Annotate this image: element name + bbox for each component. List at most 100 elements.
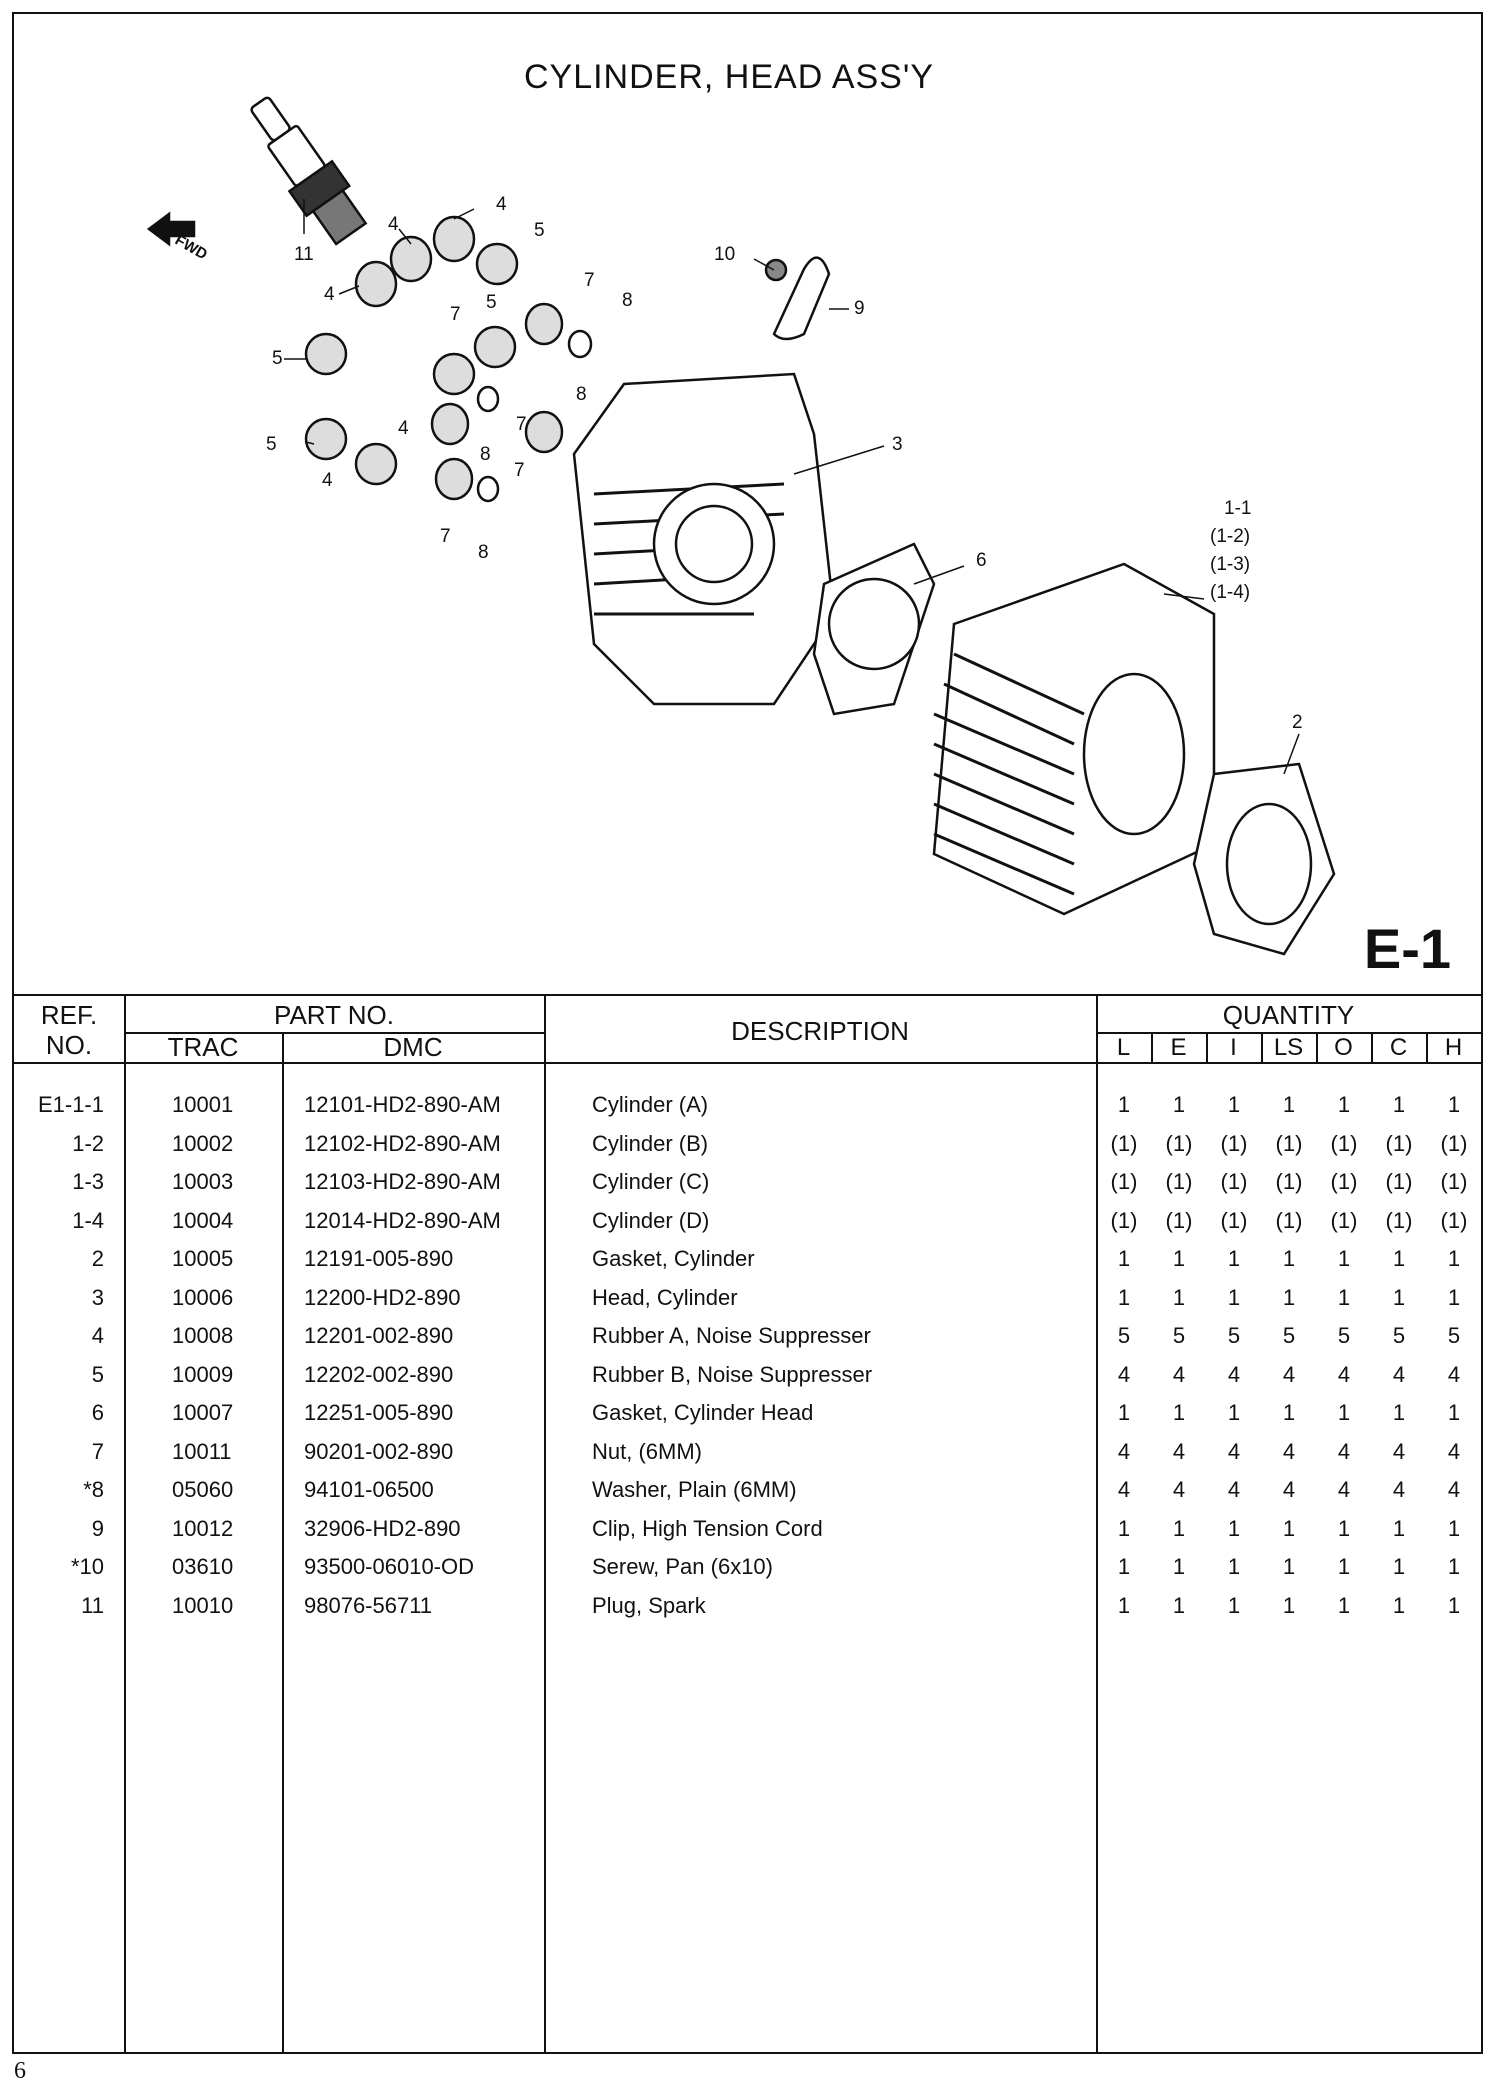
qty-cell: (1) [1385,1207,1413,1233]
callout-1-1: 1-1 [1224,498,1252,519]
ref-header: NO. [45,1030,93,1060]
dmc-cell: 12102-HD2-890-AM [304,1130,501,1156]
qty-col-header: E [1170,1034,1187,1061]
qty-cell: 4 [1337,1361,1351,1387]
dmc-header: DMC [383,1032,443,1062]
qty-cell: 1 [1392,1284,1406,1310]
ref-cell: 1-2 [72,1130,104,1156]
description-cell: Nut, (6MM) [592,1438,702,1464]
ref-cell: 7 [91,1438,104,1464]
qty-cell: (1) [1385,1169,1413,1194]
col-rule [1261,1032,1263,1062]
qty-cell: (1) [1165,1130,1193,1156]
qty-cell: (1) [1275,1169,1303,1194]
trac-cell: 10009 [172,1361,234,1387]
ref-cell: *10 [70,1554,104,1579]
callout-2: 2 [1292,712,1303,733]
part-no-divider [124,1032,544,1034]
qty-cell: 1 [1447,1284,1461,1310]
qty-cell: 1 [1392,1246,1406,1271]
callout-8: 8 [478,542,489,563]
callout-8: 8 [480,444,491,465]
qty-cell: 4 [1392,1361,1406,1387]
qty-cell: 1 [1172,1092,1186,1117]
diagram-title: CYLINDER, HEAD ASS'Y [523,58,935,96]
qty-cell: 4 [1227,1477,1241,1502]
qty-cell: 1 [1392,1515,1406,1541]
qty-cell: 1 [1447,1554,1461,1579]
qty-cell: 4 [1172,1361,1186,1387]
callout-7: 7 [516,414,527,435]
qty-cell: 1 [1227,1092,1241,1117]
qty-col-header: H [1444,1034,1463,1061]
dmc-cell: 12014-HD2-890-AM [304,1207,501,1233]
ref-cell: 1-4 [72,1207,104,1233]
qty-cell: 1 [1117,1515,1131,1541]
qty-cell: (1) [1220,1169,1248,1194]
qty-col-header: O [1334,1034,1353,1061]
qty-cell: 1 [1337,1092,1351,1117]
trac-cell: 10001 [172,1092,234,1117]
dmc-cell: 12200-HD2-890 [304,1284,461,1310]
col-rule [124,996,126,2054]
trac-cell: 10010 [172,1592,234,1618]
fwd-arrow-icon [146,211,196,247]
parts-table: REF. NO. PART NO. TRAC DMC DESCRIPTION Q… [14,996,1481,2054]
description-cell: Cylinder (A) [592,1092,709,1117]
cylinder-drawing [932,562,1216,916]
callout-7: 7 [440,526,451,547]
qty-cell: (1) [1220,1207,1248,1233]
qty-cell: 5 [1282,1323,1296,1348]
callout-1-3: (1-3) [1210,554,1251,575]
callout-5: 5 [266,434,277,455]
part-no-header: PART NO. [274,1000,394,1030]
col-rule [544,996,546,2054]
callout-1-4: (1-4) [1210,582,1251,603]
qty-cell: 4 [1282,1477,1296,1502]
callout-1-2: (1-2) [1210,526,1251,547]
col-rule [1371,1032,1373,1062]
qty-cell: (1) [1385,1130,1413,1156]
dmc-cell: 12101-HD2-890-AM [304,1092,501,1117]
qty-cell: 1 [1282,1092,1296,1117]
trac-cell: 10011 [172,1438,232,1464]
qty-cell: 4 [1447,1361,1461,1387]
ref-cell: 2 [91,1246,104,1271]
callout-4: 4 [398,418,409,439]
dmc-cell: 12202-002-890 [304,1361,454,1387]
qty-cell: 1 [1337,1592,1351,1618]
description-cell: Cylinder (D) [592,1207,710,1233]
qty-cell: 5 [1337,1323,1351,1348]
exploded-diagram: CYLINDER, HEAD ASS'Y FWD 11 4 4 5 4 7 5 … [14,14,1481,996]
qty-cell: 1 [1117,1284,1131,1310]
description-cell: Head, Cylinder [592,1284,738,1310]
description-cell: Rubber B, Noise Suppresser [592,1361,873,1387]
col-rule [282,1032,284,2054]
qty-cell: 1 [1447,1400,1461,1425]
dmc-cell: 90201-002-890 [304,1438,454,1464]
callout-5: 5 [272,348,283,369]
col-rule [1151,1032,1153,1062]
qty-cell: 4 [1117,1361,1131,1387]
qty-cell: 5 [1447,1323,1461,1348]
dmc-cell: 12103-HD2-890-AM [304,1169,501,1194]
qty-cell: 5 [1117,1323,1131,1348]
qty-col-header: C [1389,1034,1408,1061]
qty-cell: (1) [1275,1130,1303,1156]
qty-cell: 1 [1392,1592,1406,1618]
callout-8: 8 [576,384,587,405]
qty-cell: 4 [1227,1361,1241,1387]
qty-cell: (1) [1330,1130,1358,1156]
qty-cell: 5 [1227,1323,1241,1348]
qty-cell: 1 [1282,1400,1296,1425]
ref-cell: 3 [91,1284,104,1310]
quantity-header: QUANTITY [1222,1000,1355,1030]
qty-cell: 1 [1172,1515,1186,1541]
qty-cell: (1) [1165,1169,1193,1194]
section-code: E-1 [1363,917,1451,980]
callout-9: 9 [854,298,865,319]
qty-cell: 1 [1227,1554,1241,1579]
ref-header: REF. [40,1000,98,1030]
qty-cell: 1 [1227,1592,1241,1618]
qty-cell: 4 [1447,1438,1461,1464]
